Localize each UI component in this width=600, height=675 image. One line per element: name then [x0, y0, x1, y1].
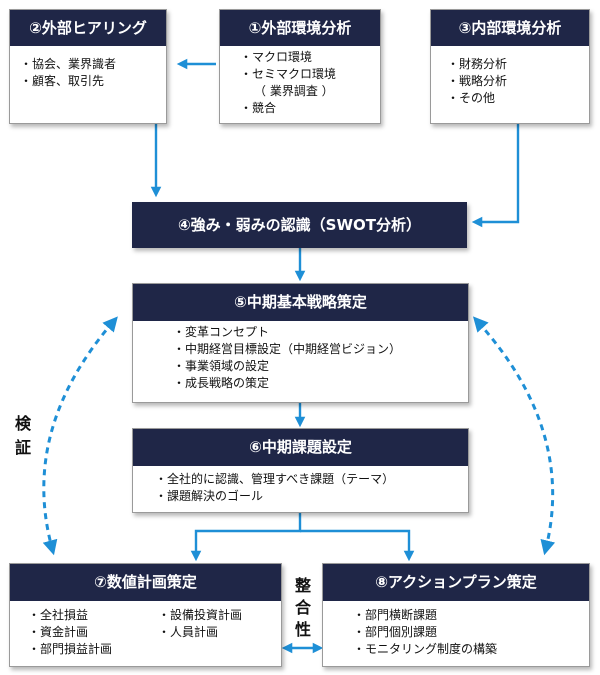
- list-item: ・モニタリング制度の構築: [353, 642, 498, 656]
- strategy-title: ⑤中期基本戦略策定: [133, 284, 468, 321]
- list-item: ・設備投資計画: [158, 608, 243, 622]
- consistency-char: 整: [294, 576, 311, 595]
- external-env-title: ①外部環境分析: [220, 10, 380, 46]
- list-item: ・セミマクロ環境: [240, 67, 337, 81]
- dashed-arrow-right: [472, 316, 556, 556]
- dashed-arrow-left: [42, 316, 118, 556]
- external-hearing-title: ②外部ヒアリング: [10, 10, 166, 46]
- list-item: ・財務分析: [447, 57, 508, 71]
- list-item: ・部門損益計画: [28, 642, 113, 656]
- list-item: ・その他: [447, 91, 496, 105]
- list-item: ・部門個別課題: [353, 625, 438, 639]
- list-item: ・マクロ環境: [240, 50, 313, 64]
- list-item: ・競合: [240, 101, 277, 115]
- numeric-plan-title: ⑦数値計画策定: [10, 564, 281, 601]
- arrow-issues-split: [190, 513, 302, 562]
- internal-env-title: ③内部環境分析: [431, 10, 589, 46]
- list-item: （ 業界調査 ）: [254, 84, 334, 98]
- list-item: ・協会、業界識者: [20, 57, 117, 71]
- issues-box: ⑥中期課題設定 ・全社的に認識、管理すべき課題（テーマ） ・課題解決のゴール: [132, 428, 469, 513]
- list-item: ・事業領域の設定: [173, 359, 270, 373]
- arrow-internal-to-swot: [471, 124, 520, 228]
- list-item: ・顧客、取引先: [20, 74, 105, 88]
- list-item: ・人員計画: [158, 625, 219, 639]
- list-item: ・成長戦略の策定: [173, 376, 270, 390]
- internal-env-box: ③内部環境分析 ・財務分析 ・戦略分析 ・その他: [430, 9, 590, 124]
- strategy-box: ⑤中期基本戦略策定 ・変革コンセプト ・中期経営目標設定（中期経営ビジョン） ・…: [132, 283, 469, 403]
- swot-box: ④強み・弱みの認識（SWOT分析）: [132, 202, 467, 248]
- external-env-box: ①外部環境分析 ・マクロ環境 ・セミマクロ環境 （ 業界調査 ） ・競合: [219, 9, 381, 124]
- verify-char: 検: [14, 414, 31, 433]
- verify-char: 証: [14, 438, 31, 457]
- list-item: ・資金計画: [28, 625, 89, 639]
- consistency-char: 合: [294, 598, 311, 617]
- numeric-plan-box: ⑦数値計画策定 ・全社損益 ・資金計画 ・部門損益計画 ・設備投資計画 ・人員計…: [9, 563, 282, 667]
- list-item: ・全社損益: [28, 608, 89, 622]
- consistency-label: 整 合 性: [292, 575, 314, 641]
- issues-title: ⑥中期課題設定: [133, 429, 468, 466]
- list-item: ・全社的に認識、管理すべき課題（テーマ）: [155, 472, 395, 486]
- arrow-issues-split-right: [300, 529, 415, 562]
- action-plan-box: ⑧アクションプラン策定 ・部門横断課題 ・部門個別課題 ・モニタリング制度の構築: [322, 563, 590, 667]
- verify-label: 検 証: [12, 412, 34, 460]
- consistency-char: 性: [294, 620, 311, 639]
- list-item: ・課題解決のゴール: [155, 489, 264, 503]
- action-plan-title: ⑧アクションプラン策定: [323, 564, 589, 601]
- list-item: ・戦略分析: [447, 74, 508, 88]
- list-item: ・部門横断課題: [353, 608, 438, 622]
- list-item: ・変革コンセプト: [173, 325, 270, 339]
- list-item: ・中期経営目標設定（中期経営ビジョン）: [173, 342, 402, 356]
- external-hearing-box: ②外部ヒアリング ・協会、業界識者 ・顧客、取引先: [9, 9, 167, 124]
